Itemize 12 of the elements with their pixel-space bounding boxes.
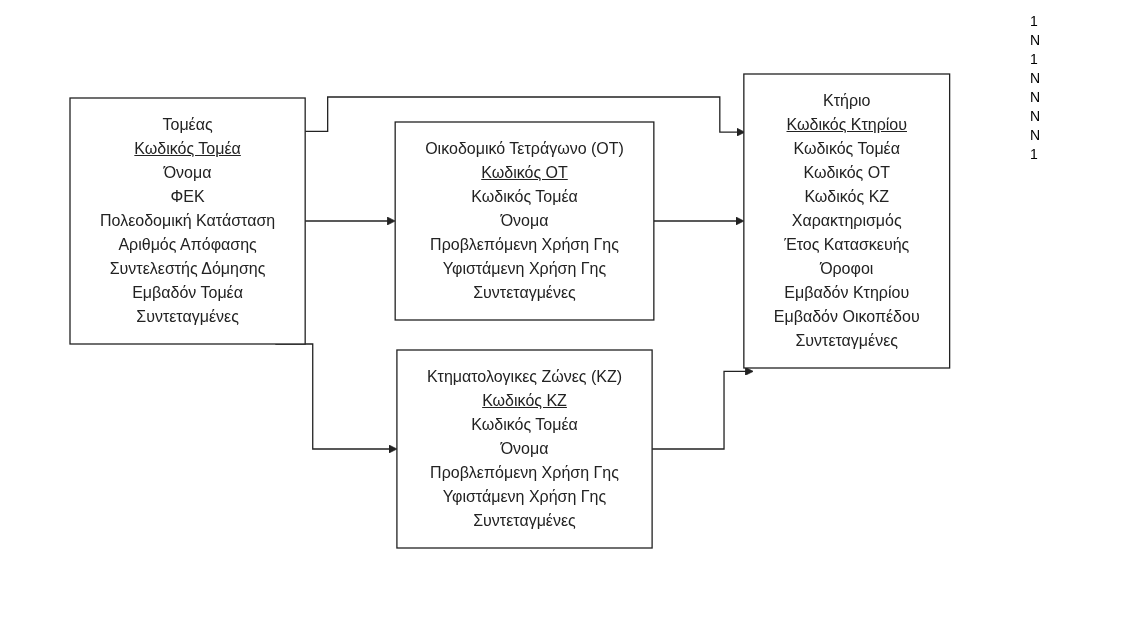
node-box: Κτήριο Κωδικός Κτηρίου Κωδικός Τομέα Κωδικός ΟΤ Κωδικός ΚΖ Χαρακτηρισμός Έτος Κατασκευής Όροφοι Εμβαδόν Κτηρίου Εμβαδόν Οικοπέδου Συντεταγμένες: [743, 72, 951, 369]
cardinality-label: 1: [1030, 51, 1039, 67]
node-box: Τομέας Κωδικός Τομέα Όνομα ΦΕΚ Πολεοδομική Κατάσταση Αριθμός Απόφασης Συντελεστής Δόμησης Εμβαδόν Τομέα Συντεταγμένες: [69, 96, 306, 345]
cardinality-label: N: [1030, 108, 1042, 124]
cardinality-label: N: [1030, 70, 1042, 86]
cardinality-label: N: [1030, 89, 1042, 105]
cardinality-label: 1: [1030, 146, 1039, 162]
cardinality-label: N: [1030, 127, 1042, 143]
node-box: Κτηματολογικες Ζώνες (ΚΖ) Κωδικός ΚΖ Κωδικός Τομέα Όνομα Προβλεπόμενη Χρήση Γης Υφιστάμενη Χρήση Γης Συντεταγμένες: [396, 348, 653, 549]
cardinality-label: 1: [1030, 13, 1039, 29]
cardinality-label: N: [1030, 32, 1042, 48]
node-box: Οικοδομικό Τετράγωνο (ΟΤ) Κωδικός ΟΤ Κωδικός Τομέα Όνομα Προβλεπόμενη Χρήση Γης Υφιστάμενη Χρήση Γης Συντεταγμένες: [394, 120, 655, 321]
